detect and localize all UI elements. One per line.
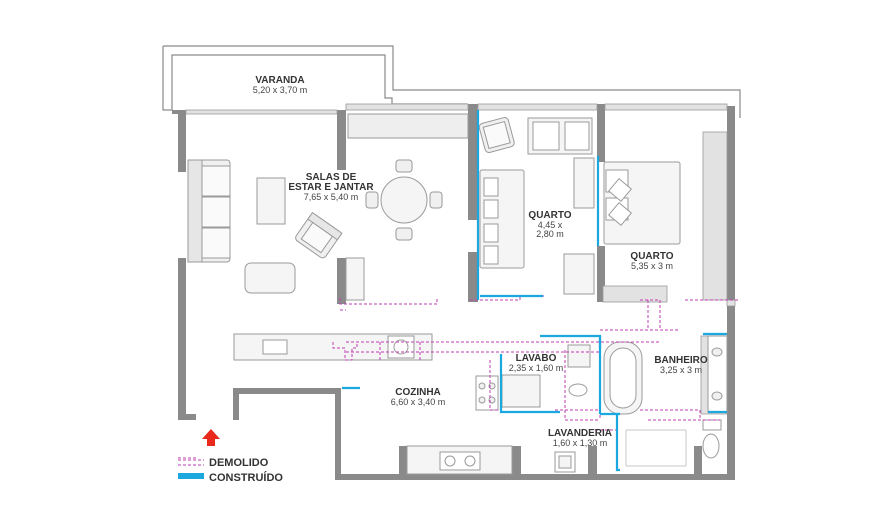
- label-quarto1-dims-1: 4,45 x: [538, 220, 563, 230]
- label-quarto2-dims: 5,35 x 3 m: [631, 261, 673, 271]
- label-salas-dims: 7,65 x 5,40 m: [304, 192, 359, 202]
- label-salas-name-1: SALAS DE: [306, 172, 357, 183]
- label-lavabo-name: LAVABO: [516, 353, 557, 364]
- demolished-walls: [178, 295, 740, 459]
- wall-blocks: [172, 104, 735, 480]
- up-arrow-icon: [202, 429, 220, 446]
- label-varanda-dims: 5,20 x 3,70 m: [253, 85, 308, 95]
- label-quarto1-name: QUARTO: [528, 210, 571, 221]
- label-salas-name-2: ESTAR E JANTAR: [288, 182, 374, 193]
- label-varanda-name: VARANDA: [255, 75, 304, 86]
- legend-constructed-label: CONSTRUÍDO: [209, 471, 283, 484]
- legend: DEMOLIDO CONSTRUÍDO: [178, 457, 283, 484]
- legend-demolished-label: DEMOLIDO: [209, 457, 269, 469]
- label-quarto2-name: QUARTO: [630, 251, 673, 262]
- room-labels: VARANDA 5,20 x 3,70 m SALAS DE ESTAR E J…: [253, 75, 708, 448]
- legend-constructed-swatch: [178, 473, 204, 479]
- label-lavanderia-dims: 1,60 x 1,30 m: [553, 438, 608, 448]
- constructed-walls: [342, 110, 727, 472]
- label-lavanderia-name: LAVANDERIA: [548, 428, 612, 439]
- label-quarto1-dims-2: 2,80 m: [536, 229, 564, 239]
- label-lavabo-dims: 2,35 x 1,60 m: [509, 363, 564, 373]
- label-banheiro-name: BANHEIRO: [654, 355, 708, 366]
- label-banheiro-dims: 3,25 x 3 m: [660, 365, 702, 375]
- label-cozinha-name: COZINHA: [395, 387, 441, 398]
- label-cozinha-dims: 6,60 x 3,40 m: [391, 397, 446, 407]
- furniture: [187, 113, 728, 475]
